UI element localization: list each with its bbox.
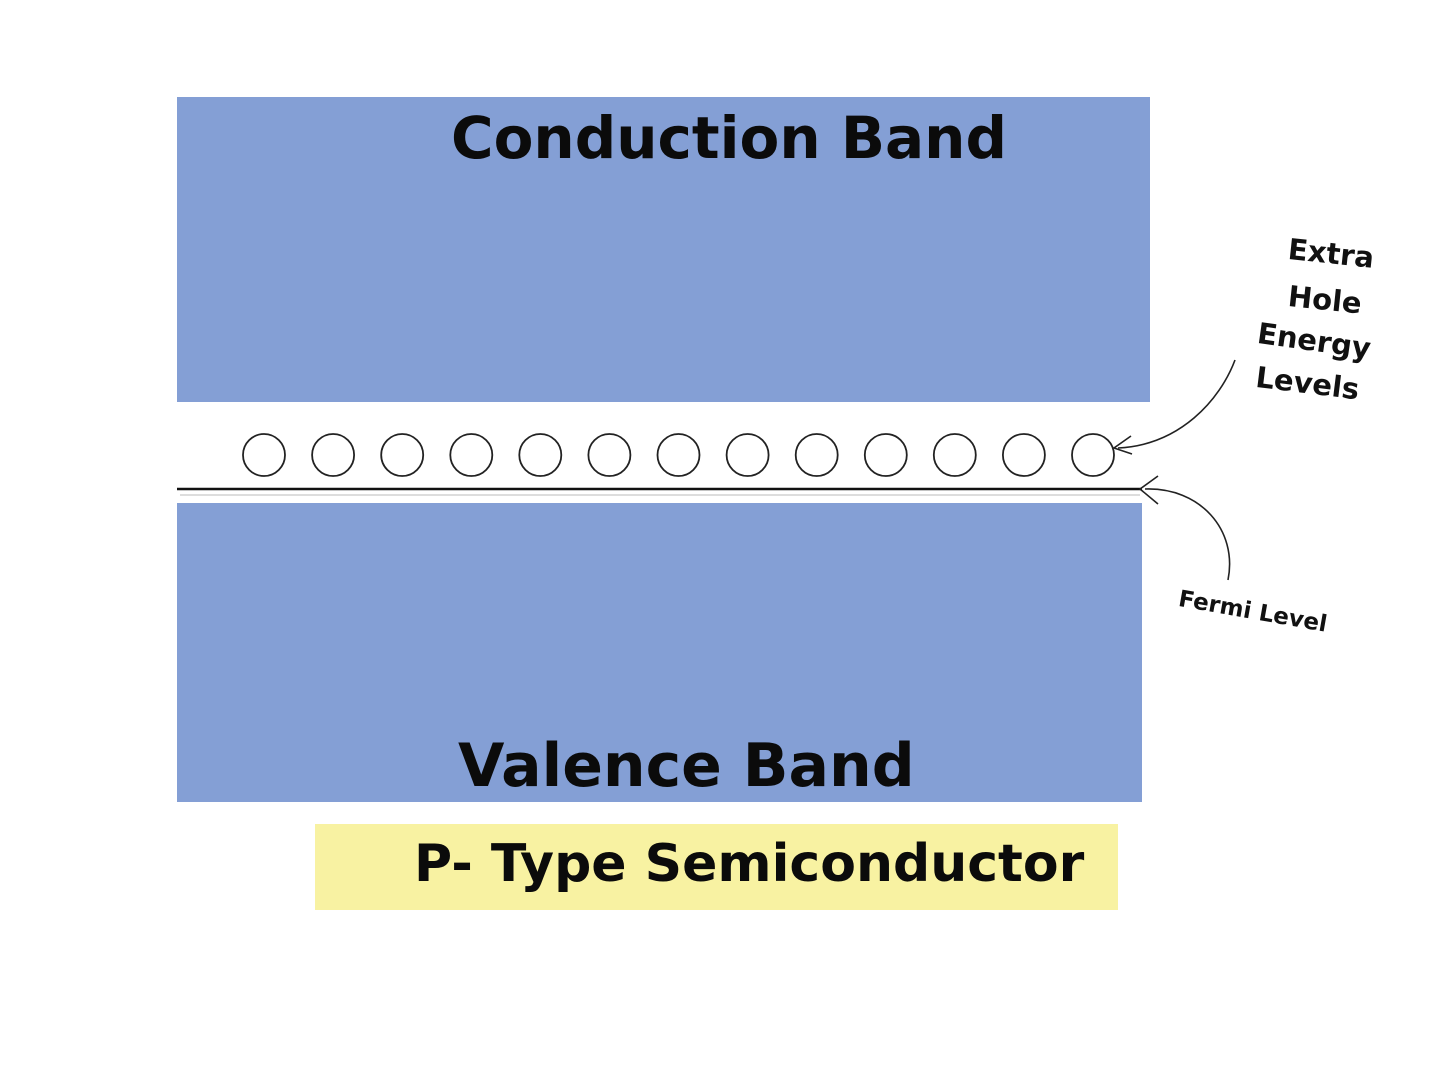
hole-circle bbox=[242, 433, 286, 477]
hole-circle bbox=[380, 433, 425, 477]
hole-circle bbox=[932, 433, 977, 477]
extra-hole-arrow bbox=[1117, 359, 1236, 449]
hole-energy-levels bbox=[242, 433, 1115, 477]
conduction-band-block bbox=[177, 97, 1150, 402]
hole-circle bbox=[656, 433, 701, 477]
caption-label: P- Type Semiconductor bbox=[414, 834, 1085, 894]
conduction-band-label: Conduction Band bbox=[451, 104, 1007, 172]
hole-circle bbox=[1002, 433, 1046, 477]
hole-circle bbox=[725, 433, 770, 477]
valence-band-label: Valence Band bbox=[458, 731, 915, 801]
hole-circle bbox=[311, 433, 356, 477]
extra-hole-arrowhead-icon bbox=[1112, 435, 1133, 455]
fermi-level-arrowhead-icon bbox=[1138, 475, 1159, 505]
fermi-level-arrow bbox=[1144, 488, 1231, 581]
hole-circle bbox=[587, 433, 632, 477]
caption-box bbox=[315, 824, 1118, 910]
valence-band-block bbox=[177, 503, 1142, 802]
hole-circle bbox=[449, 433, 494, 477]
hole-circle bbox=[518, 433, 563, 477]
hole-circle bbox=[794, 433, 839, 477]
hole-circle bbox=[1071, 433, 1115, 477]
hole-circle bbox=[863, 433, 908, 477]
